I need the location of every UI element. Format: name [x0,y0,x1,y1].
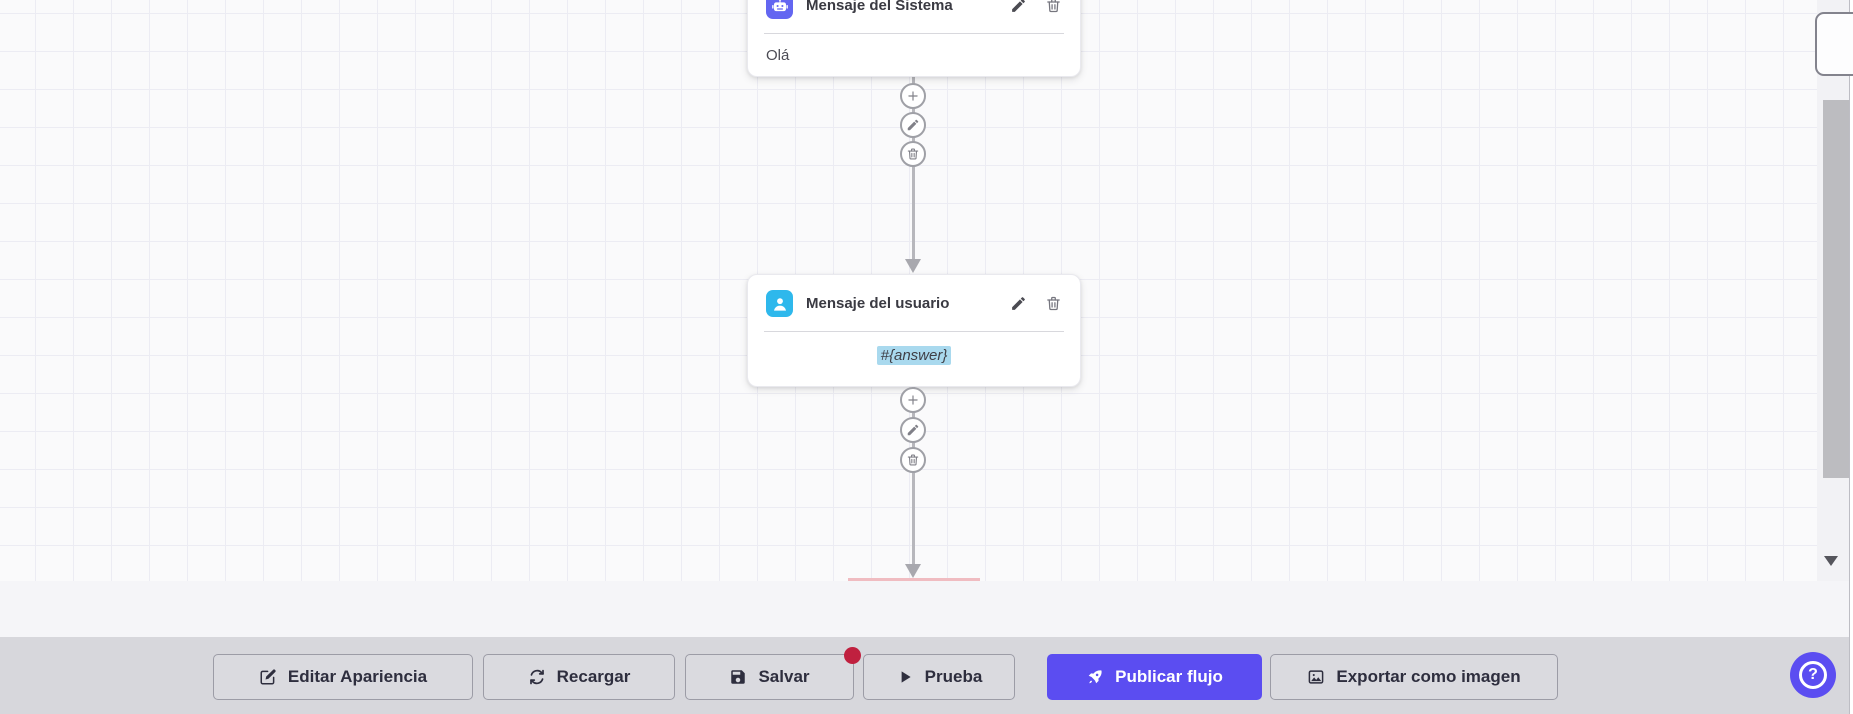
help-button[interactable]: ? [1790,652,1836,698]
edit-connection-button[interactable] [900,112,926,138]
edit-node-icon[interactable] [1010,295,1027,312]
button-label: Publicar flujo [1115,667,1223,686]
next-node-edge [848,578,980,581]
rocket-icon [1088,670,1102,684]
scroll-down-arrow-icon[interactable] [1824,556,1838,566]
add-node-button[interactable] [900,387,926,413]
button-label: Recargar [556,667,631,686]
user-icon [766,290,793,317]
node-content: Olá [766,47,790,64]
button-label: Editar Apariencia [287,667,428,686]
node-title: Mensaje del usuario [806,295,950,312]
vertical-scrollbar-thumb[interactable] [1823,100,1849,478]
edit-appearance-button[interactable]: Editar Apariencia [213,654,473,700]
variable-chip: #{answer} [876,346,952,365]
node-title: Mensaje del Sistema [806,0,953,14]
node-user-message[interactable]: Mensaje del usuario #{answer} [747,274,1081,387]
window-edge [1849,0,1853,714]
connector-line [912,384,915,565]
test-button[interactable]: Prueba [863,654,1015,700]
robot-icon [766,0,793,19]
node-header: Mensaje del Sistema [748,0,1080,33]
edit-square-icon [260,669,276,685]
save-button[interactable]: Salvar [685,654,854,700]
minimap-panel [1815,12,1853,76]
add-node-button[interactable] [900,83,926,109]
node-divider [764,331,1064,332]
publish-flow-button[interactable]: Publicar flujo [1047,654,1262,700]
unsaved-changes-badge [844,647,861,664]
play-icon [901,671,911,683]
question-circle-icon: ? [1799,661,1827,689]
connector-arrowhead-icon [905,564,921,578]
export-image-button[interactable]: Exportar como imagen [1270,654,1558,700]
save-icon [731,670,746,684]
edit-connection-button[interactable] [900,417,926,443]
node-content: #{answer} [748,332,1080,386]
connector-arrowhead-icon [905,259,921,273]
refresh-icon [529,669,544,685]
node-divider [764,33,1064,34]
node-system-message[interactable]: Mensaje del Sistema Olá [747,0,1081,77]
delete-connection-button[interactable] [900,447,926,473]
delete-node-icon[interactable] [1045,295,1062,312]
node-header: Mensaje del usuario [748,275,1080,331]
button-label: Salvar [758,667,810,686]
button-label: Exportar como imagen [1336,667,1521,686]
canvas-footer-strip [0,581,1849,637]
reload-button[interactable]: Recargar [483,654,675,700]
edit-node-icon[interactable] [1010,0,1027,14]
delete-connection-button[interactable] [900,141,926,167]
image-icon [1309,670,1324,684]
button-label: Prueba [924,667,983,686]
delete-node-icon[interactable] [1045,0,1062,14]
